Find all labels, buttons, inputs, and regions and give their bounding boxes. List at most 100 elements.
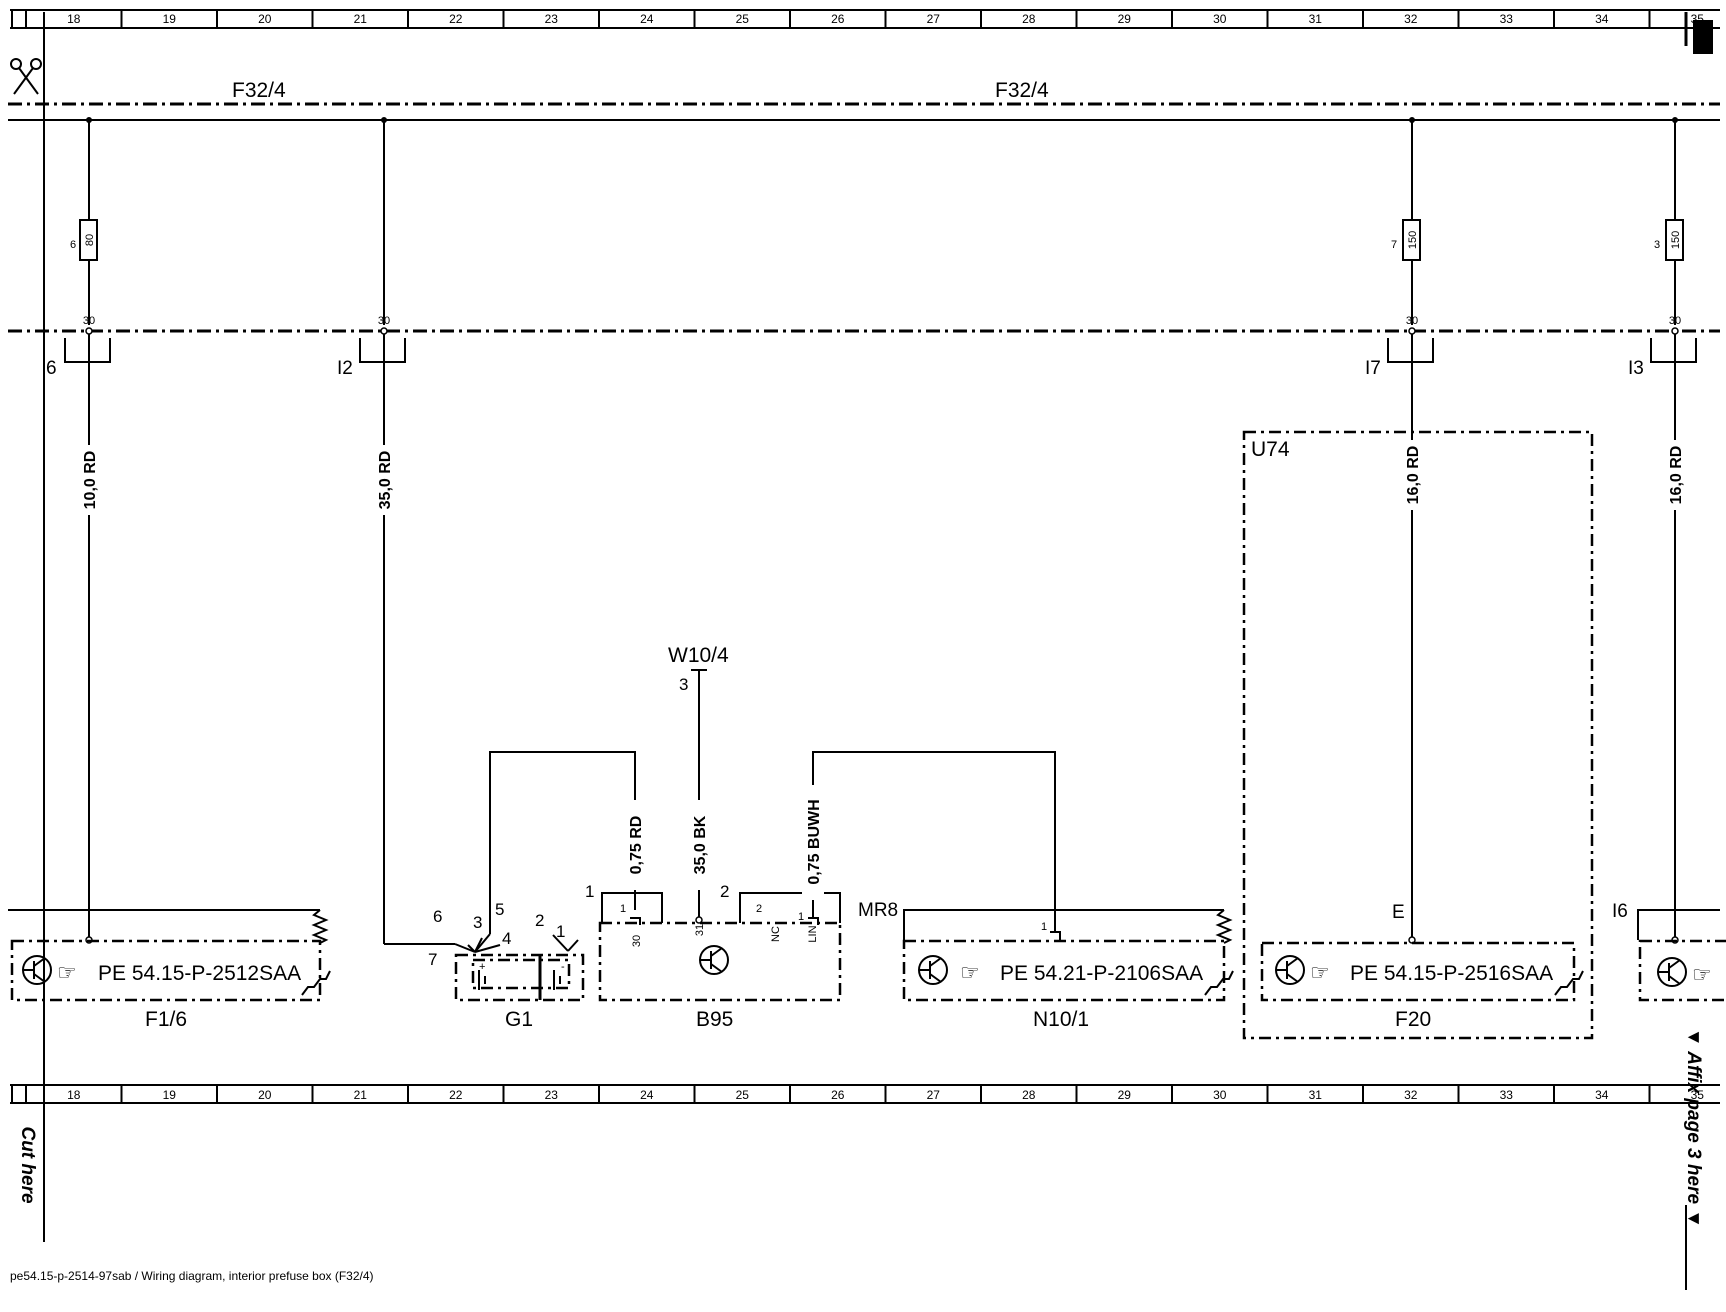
wire-label: 16,0 RD — [1668, 446, 1685, 505]
pin-label: 4 — [502, 929, 511, 948]
battery-minus: - — [561, 961, 565, 973]
grid-column-label: 32 — [1404, 1088, 1418, 1102]
pin-label: 1 — [585, 882, 594, 901]
grid-column-label: 33 — [1500, 12, 1514, 26]
grid-column-label: 27 — [927, 12, 941, 26]
transistor-icon — [918, 955, 948, 985]
grid-column-label: 26 — [831, 12, 845, 26]
grid-column-label: 30 — [1213, 1088, 1227, 1102]
grid-column-label: 22 — [449, 1088, 463, 1102]
pin-label: 1 — [1041, 921, 1047, 933]
branch-f20: 7 150 30 I7 16,0 RD E — [1365, 117, 1434, 944]
component-label: F20 — [1395, 1008, 1431, 1031]
pin-label: 5 — [495, 900, 504, 919]
grid-column-label: 29 — [1118, 1088, 1132, 1102]
component-label: B95 — [696, 1008, 733, 1031]
pointer-icon: ☞ — [1310, 960, 1330, 985]
grid-column-label: 25 — [736, 1088, 750, 1102]
grid-column-label: 20 — [258, 12, 272, 26]
connector-label: I7 — [1365, 358, 1381, 379]
wire-label: 16,0 RD — [1405, 446, 1422, 505]
connector-label: 6 — [46, 358, 57, 379]
grid-column-label: 35 — [1691, 1088, 1705, 1102]
terminal-label: 31 — [694, 924, 706, 936]
grid-column-label: 31 — [1309, 1088, 1323, 1102]
pin-label: E — [1392, 902, 1405, 923]
grid-column-label: 23 — [545, 1088, 559, 1102]
grid-column-label: 28 — [1022, 1088, 1036, 1102]
component-g1: + - 6 3 5 4 7 2 1 G1 — [428, 900, 585, 1031]
module-label: U74 — [1251, 438, 1290, 461]
fuse-amp-label: 150 — [1407, 231, 1419, 249]
grid-column-label: 32 — [1404, 12, 1418, 26]
component-i6: ☞ — [1638, 939, 1726, 1002]
pin-label: 3 — [473, 913, 482, 932]
wire-label: 0,75 RD — [628, 816, 645, 875]
grid-column-label: 33 — [1500, 1088, 1514, 1102]
transistor-icon — [1275, 955, 1305, 985]
grid-column-label: 22 — [449, 12, 463, 26]
grid-column-label: 24 — [640, 1088, 654, 1102]
terminal-label: 30 — [1669, 315, 1681, 327]
fuse-amp-label: 80 — [84, 234, 96, 246]
grid-column-label: 18 — [67, 12, 81, 26]
pin-label: 2 — [756, 903, 762, 915]
grid-column-label: 25 — [736, 12, 750, 26]
terminal-label: 30 — [1406, 315, 1418, 327]
wire-0-75-buwh: 0,75 BUWH — [802, 751, 1056, 932]
component-ref: PE 54.15-P-2516SAA — [1350, 962, 1553, 985]
connector-label: MR8 — [858, 900, 898, 921]
fuse-pos-label: 7 — [1391, 239, 1397, 251]
grid-column-label: 18 — [67, 1088, 81, 1102]
grid-column-label: 24 — [640, 12, 654, 26]
grid-column-label: 21 — [354, 1088, 368, 1102]
grid-column-label: 34 — [1595, 12, 1609, 26]
component-label: G1 — [505, 1008, 533, 1031]
bus-label-right: F32/4 — [995, 79, 1049, 102]
grid-column-label: 27 — [927, 1088, 941, 1102]
wire-label: 35,0 BK — [692, 815, 709, 874]
grid-column-label: 19 — [163, 12, 177, 26]
branch-i6: 3 150 30 I3 16,0 RD I6 — [1612, 117, 1720, 944]
component-f16: ☞ PE 54.15-P-2512SAA F1/6 — [8, 909, 331, 1031]
fuse-amp-label: 150 — [1670, 231, 1682, 249]
fuse-pos-label: 3 — [1654, 239, 1660, 251]
transistor-icon — [1657, 957, 1687, 987]
terminal-label: NC — [770, 926, 782, 942]
wire-label: 35,0 RD — [377, 451, 394, 510]
connector-label: I6 — [1612, 901, 1628, 922]
wire-label: 0,75 BUWH — [806, 799, 823, 884]
grid-column-label: 21 — [354, 12, 368, 26]
cut-here-note: Cut here — [17, 1126, 38, 1204]
page-marker — [1693, 20, 1713, 54]
component-b95: 1 2 1 2 1 30 31 NC LIN B95 — [585, 882, 842, 1031]
grid-column-label: 31 — [1309, 12, 1323, 26]
pointer-icon: ☞ — [960, 960, 980, 985]
pin-label: 1 — [798, 911, 804, 923]
branch-g1: 30 I2 35,0 RD — [337, 117, 455, 945]
fuse-pos-label: 6 — [70, 239, 76, 251]
grid-column-label: 30 — [1213, 12, 1227, 26]
transistor-icon — [22, 955, 52, 985]
terminal-label: LIN — [807, 925, 819, 942]
grid-column-label: 23 — [545, 12, 559, 26]
bus-label-left: F32/4 — [232, 79, 286, 102]
wire-0-75-rd: 0,75 RD — [489, 751, 646, 934]
grid-column-label: 20 — [258, 1088, 272, 1102]
transistor-icon — [699, 945, 729, 975]
ground-pin: 3 — [679, 675, 688, 694]
connector-label: I3 — [1628, 358, 1644, 379]
module-u74 — [1242, 430, 1594, 1040]
grid-column-label: 26 — [831, 1088, 845, 1102]
battery-plus: + — [479, 961, 485, 973]
pin-label: 1 — [556, 922, 565, 941]
wire-label: 10,0 RD — [82, 451, 99, 510]
terminal-label: 30 — [378, 315, 390, 327]
pin-label: 2 — [720, 882, 729, 901]
grid-column-label: 29 — [1118, 12, 1132, 26]
component-f20: ☞ PE 54.15-P-2516SAA F20 — [1260, 941, 1584, 1031]
pin-label: 2 — [535, 911, 544, 930]
